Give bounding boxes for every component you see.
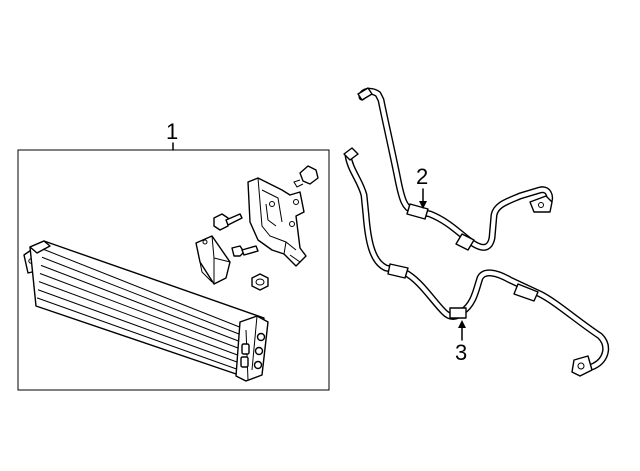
cooler-fin (37, 289, 238, 363)
assembly-group-frame (17, 149, 330, 391)
cooler-line-2 (357, 87, 554, 251)
cooler-fin (42, 248, 240, 328)
nut (251, 273, 269, 291)
cooler-fin (41, 256, 240, 335)
callout-3-arrowhead (458, 320, 466, 328)
callout-2-arrowhead (419, 201, 427, 209)
cooler-fin (36, 297, 237, 370)
oil-cooler (23, 240, 269, 382)
bolt-lower (231, 245, 259, 257)
control-module (195, 235, 231, 285)
bolt-top (293, 165, 319, 188)
cooler-line-3 (343, 147, 610, 377)
cooler-fins (36, 248, 240, 370)
callout-2-label: 2 (416, 164, 428, 189)
cooler-fin (40, 264, 239, 342)
bolt-middle (213, 213, 243, 231)
callout-1-label: 1 (166, 119, 178, 144)
cooler-fin (38, 281, 238, 356)
callout-3-label: 3 (455, 340, 467, 365)
cooler-fin (39, 273, 239, 349)
mounting-bracket (247, 177, 307, 267)
